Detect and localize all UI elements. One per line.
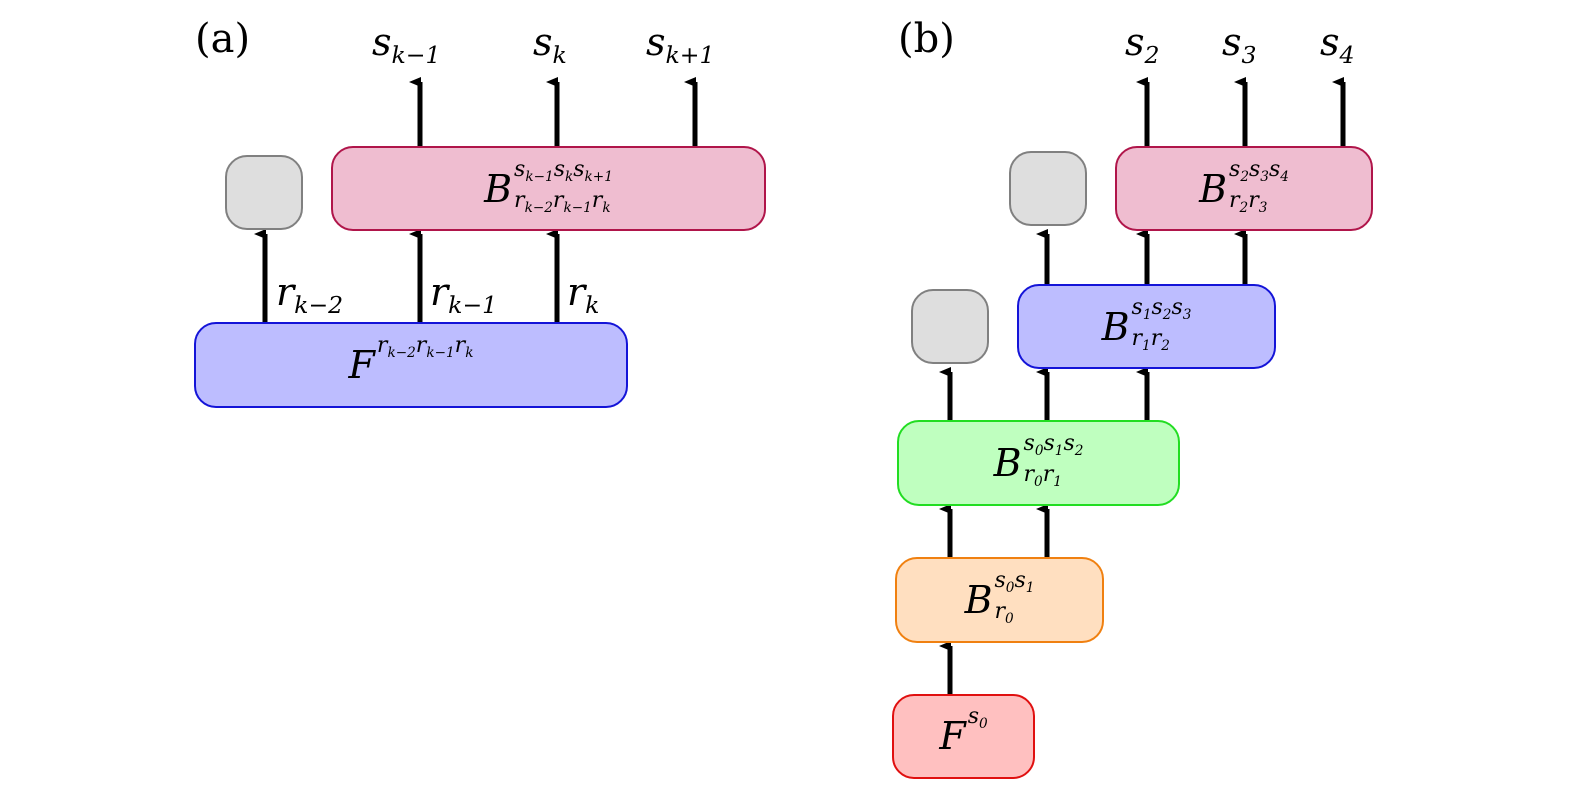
panel-label-a: (a) [195,16,251,62]
edge-label-a-0: rk−2 [276,270,344,320]
output-label-b-2: s4 [1320,20,1355,70]
gray-box-b-top [1009,151,1087,226]
output-label-b-0: s2 [1125,20,1160,70]
output-label-a-1: sk [533,20,567,70]
gray-box-b-mid [911,289,989,364]
edge-label-a-1: rk−1 [430,270,498,320]
gray-box-a [225,155,303,230]
output-label-a-2: sk+1 [646,20,715,70]
output-label-a-0: sk−1 [372,20,441,70]
panel-label-b: (b) [898,16,955,62]
output-label-b-1: s3 [1222,20,1257,70]
edge-label-a-2: rk [567,270,600,320]
